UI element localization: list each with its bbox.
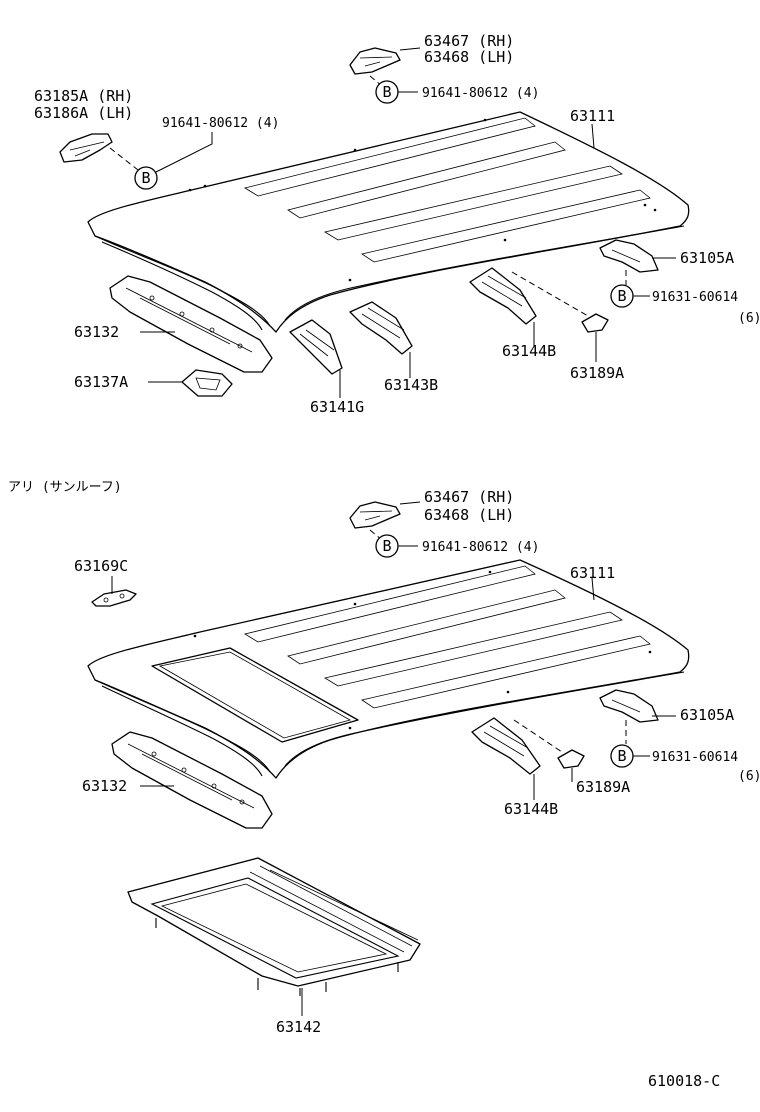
label-header-panel-lower: 63132 xyxy=(82,777,127,795)
diagram-code: 610018-C xyxy=(648,1072,720,1090)
label-bow-rear-lower: 63144B xyxy=(504,800,558,818)
label-bow-mid-upper: 63143B xyxy=(384,376,438,394)
label-bracket-side-upper: 63105A xyxy=(680,249,734,267)
label-bracket-rear-rh-upper: 63467 (RH) xyxy=(424,32,514,50)
bolt-symbol-right-lower: B xyxy=(610,744,634,768)
bracket-rear-lower xyxy=(349,501,401,529)
bracket-front-upper xyxy=(59,133,113,163)
svg-text:B: B xyxy=(141,169,150,187)
label-bracket-side-lower: 63105A xyxy=(680,706,734,724)
bracket-small-lower xyxy=(91,589,137,607)
label-bolt-right-qty-lower: (6) xyxy=(738,769,760,784)
label-sunroof-frame-lower: 63142 xyxy=(276,1018,321,1036)
label-bracket-rear-lh-lower: 63468 (LH) xyxy=(424,506,514,524)
header-panel-upper xyxy=(109,275,273,373)
clip-upper xyxy=(511,271,609,333)
label-bracket-small-lower: 63169C xyxy=(74,557,128,575)
header-panel-lower xyxy=(111,731,273,829)
bolt-symbol-left-upper: B xyxy=(134,166,158,190)
label-bolt-top-upper: 91641-80612 (4) xyxy=(422,86,539,101)
label-bolt-right-lower: 91631-60614 xyxy=(652,750,738,765)
label-bracket-rear-rh-lower: 63467 (RH) xyxy=(424,488,514,506)
bow-front-upper xyxy=(289,319,343,375)
svg-text:B: B xyxy=(382,83,391,101)
roof-panel-upper xyxy=(87,111,690,333)
clip-lower xyxy=(513,719,585,769)
svg-text:B: B xyxy=(382,537,391,555)
label-roof-panel-upper: 63111 xyxy=(570,107,615,125)
label-roof-panel-lower: 63111 xyxy=(570,564,615,582)
label-clip-lower: 63189A xyxy=(576,778,630,796)
label-bracket-front-rh-upper: 63185A (RH) xyxy=(34,87,133,105)
lower-assembly: B B 63467 (RH) 63468 (LH) 91641-80612 (4… xyxy=(74,488,760,1036)
svg-text:B: B xyxy=(617,747,626,765)
label-bow-front-upper: 63141G xyxy=(310,398,364,416)
reinforcement-small-upper xyxy=(181,369,233,397)
label-bolt-right-qty-upper: (6) xyxy=(738,311,760,326)
label-clip-upper: 63189A xyxy=(570,364,624,382)
bracket-side-lower xyxy=(599,689,659,723)
label-bolt-top-lower: 91641-80612 (4) xyxy=(422,540,539,555)
bracket-side-upper xyxy=(599,239,659,273)
label-bow-rear-upper: 63144B xyxy=(502,342,556,360)
label-bracket-front-lh-upper: 63186A (LH) xyxy=(34,104,133,122)
section-label-sunroof: アリ (サンルーフ) xyxy=(8,480,122,495)
bolt-symbol-top-upper: B xyxy=(375,80,399,104)
bracket-rear-upper xyxy=(349,47,401,75)
label-bracket-rear-lh-upper: 63468 (LH) xyxy=(424,48,514,66)
label-bolt-right-upper: 91631-60614 xyxy=(652,290,738,305)
bow-mid-upper xyxy=(349,301,413,355)
svg-text:B: B xyxy=(617,287,626,305)
bolt-symbol-right-upper: B xyxy=(610,284,634,308)
label-bolt-left-upper: 91641-80612 (4) xyxy=(162,116,279,131)
roof-panel-lower xyxy=(87,559,690,779)
bolt-symbol-top-lower: B xyxy=(375,534,399,558)
label-header-panel-upper: 63132 xyxy=(74,323,119,341)
sunroof-frame-lower xyxy=(127,857,421,996)
upper-assembly: B B B 63467 (RH) 63468 (LH) 91641-80612 … xyxy=(34,32,760,416)
label-reinforcement-upper: 63137A xyxy=(74,373,128,391)
bow-rear-upper xyxy=(469,267,537,325)
bow-rear-lower xyxy=(471,717,541,775)
